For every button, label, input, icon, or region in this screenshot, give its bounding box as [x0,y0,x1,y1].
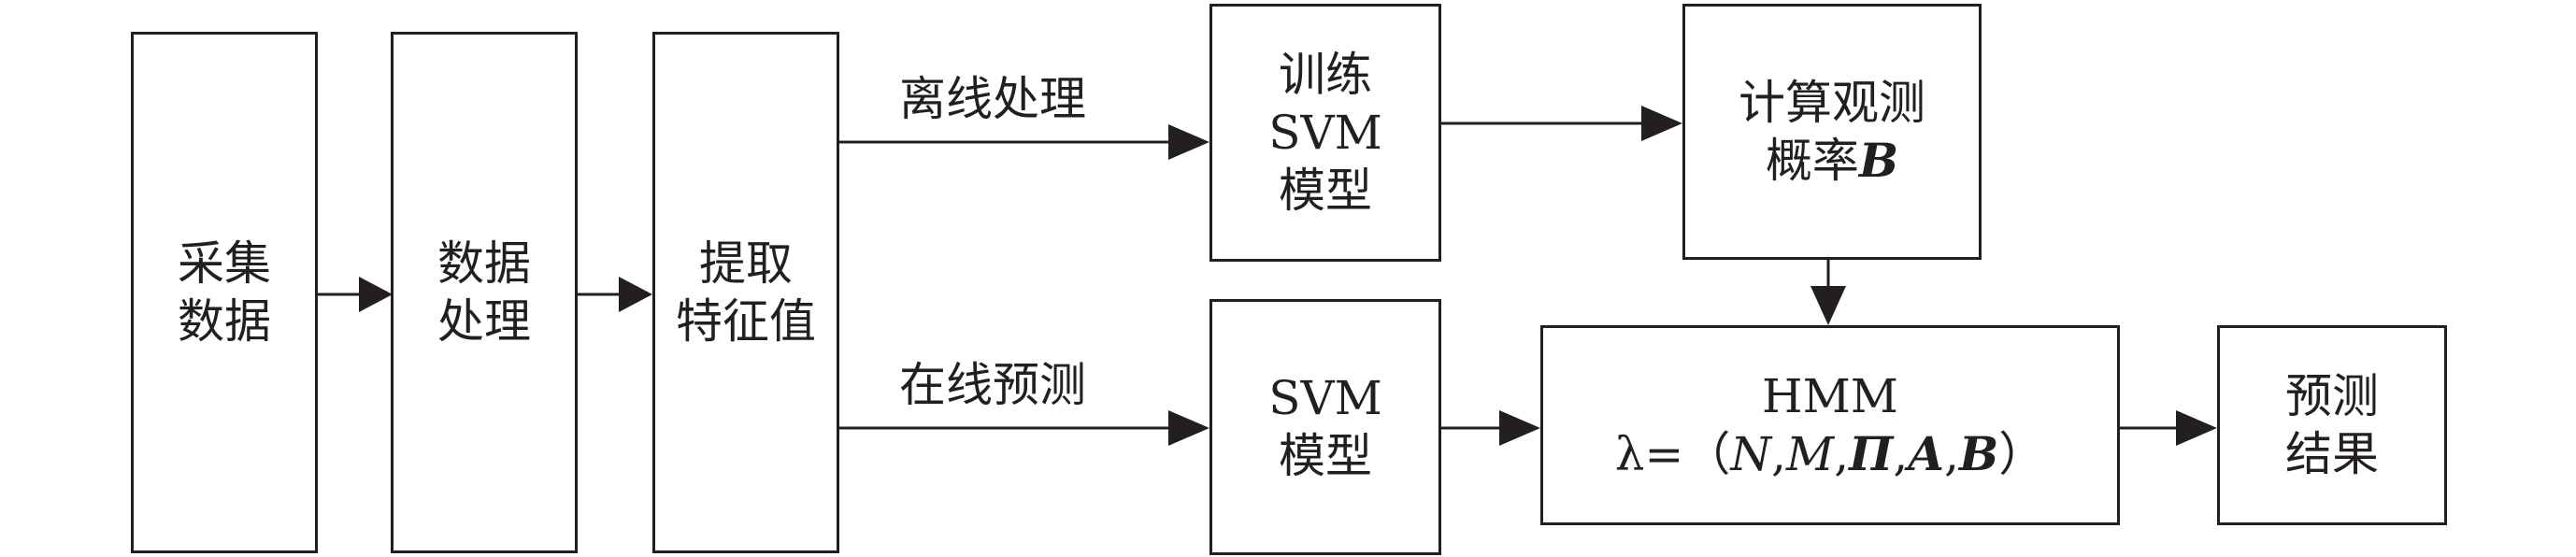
comma: , [1893,427,1909,481]
svm-model-node: SVM 模型 [1209,299,1441,555]
comma: , [1771,427,1786,481]
arrowhead [1810,286,1846,325]
node-label: SVM [1268,371,1382,425]
close-paren: ） [1998,427,2046,481]
comma: , [1944,427,1959,481]
lambda-symbol: λ=（ [1614,427,1731,481]
arrowhead [1641,106,1682,141]
arrowhead [1168,124,1209,160]
node-label: 提取 [699,236,793,291]
node-label: 训练 [1279,48,1372,102]
node-label: SVM [1268,106,1382,160]
collect-data-node: 采集 数据 [131,32,318,553]
node-label: 特征值 [676,294,816,349]
hmm-title: HMM [1762,369,1898,423]
symbol-n: N [1730,427,1772,481]
arrowhead [359,277,393,312]
node-label: 预测 [2285,369,2379,423]
arrowhead [1168,410,1209,446]
comma: , [1834,427,1850,481]
node-label: 数据 [437,236,531,291]
symbol-b: B [1958,426,1999,481]
node-label: 概率B [1766,132,1898,190]
node-label: 计算观测 [1739,76,1925,130]
hmm-formula: λ=（N,M,Π,A,B） [1615,425,2045,483]
symbol-m: M [1786,427,1835,481]
hmm-model-node: HMM λ=（N,M,Π,A,B） [1540,325,2120,525]
node-label: 采集 [178,236,271,291]
symbol-pi: Π [1849,426,1894,481]
feature-extraction-node: 提取 特征值 [652,32,839,553]
edge-label-online: 在线预测 [899,358,1086,412]
compute-observation-probability-node: 计算观测 概率B [1682,4,1982,260]
prediction-result-node: 预测 结果 [2217,325,2447,525]
arrowhead [619,277,652,312]
symbol-a: A [1908,426,1945,481]
symbol-b: B [1858,133,1899,188]
node-label: 处理 [437,294,531,349]
node-label: 结果 [2285,427,2379,481]
label-text: 概率 [1765,134,1859,188]
edge-label-offline: 离线处理 [899,72,1086,126]
arrowhead [1499,410,1540,446]
node-label: 模型 [1279,429,1372,483]
node-label: 数据 [178,294,271,349]
arrowhead [2176,410,2217,446]
data-processing-node: 数据 处理 [391,32,578,553]
node-label: 模型 [1279,164,1372,218]
train-svm-node: 训练 SVM 模型 [1209,4,1441,262]
